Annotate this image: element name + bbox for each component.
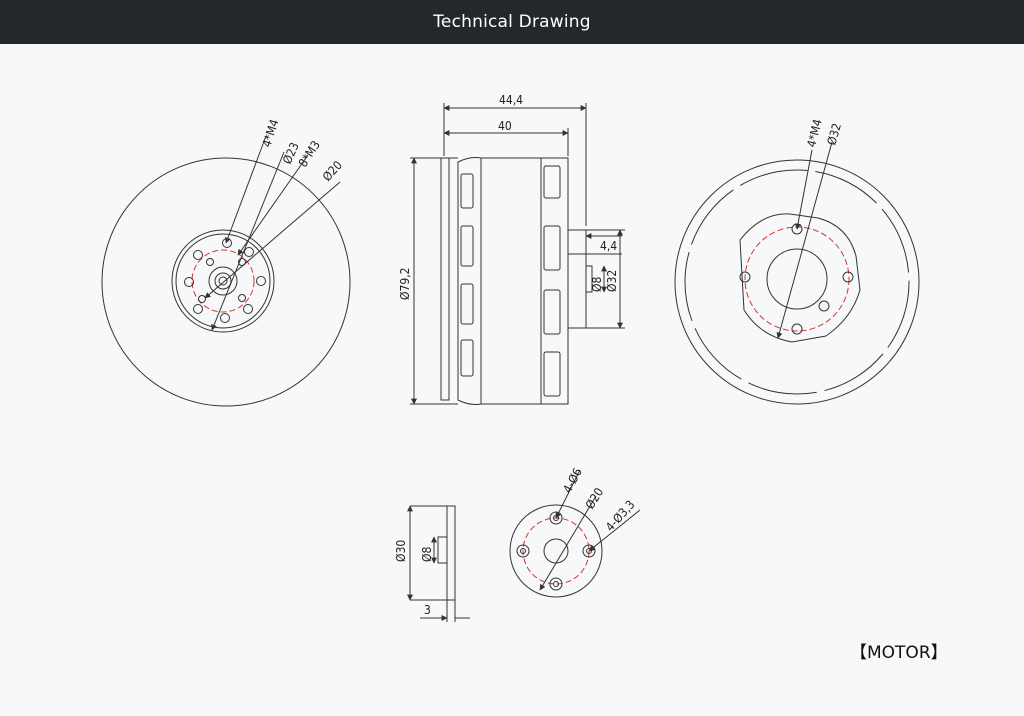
adapter-face xyxy=(509,469,641,598)
front-hole xyxy=(256,276,266,286)
front-center-ring xyxy=(208,266,238,296)
label-d32: Ø32 xyxy=(605,270,619,292)
leader-8m3 xyxy=(237,154,309,256)
label-d20: Ø20 xyxy=(320,158,345,184)
leader-4m4 xyxy=(225,135,267,244)
side-body xyxy=(480,157,542,405)
side-rotor-right xyxy=(540,157,569,405)
front-hole xyxy=(193,304,203,314)
label-3: 3 xyxy=(424,603,431,617)
leader-rear-4m4 xyxy=(795,149,813,230)
label-adapter-d8: Ø8 xyxy=(420,547,434,562)
adapter-hole xyxy=(516,544,530,558)
label-4-4: 4,4 xyxy=(600,239,617,253)
leader-adapter-d20 xyxy=(539,495,597,591)
rear-view xyxy=(674,141,920,405)
leader-4d3-3 xyxy=(588,509,641,552)
rear-hole xyxy=(791,323,803,335)
side-slot xyxy=(460,173,474,209)
label-4m4: 4*M4 xyxy=(260,117,282,149)
adapter-hole-inner xyxy=(520,548,526,554)
adapter-hole-inner xyxy=(553,581,559,587)
adapter-side xyxy=(407,505,470,622)
side-slot xyxy=(460,225,474,267)
side-view xyxy=(410,103,625,405)
page-title: Technical Drawing xyxy=(433,12,591,32)
side-slot xyxy=(460,283,474,325)
rear-center-bore xyxy=(766,248,828,310)
front-hole-inner xyxy=(238,258,246,266)
front-hub-outer xyxy=(171,229,275,333)
label-rear-4m4: 4*M4 xyxy=(804,118,824,149)
front-hole xyxy=(220,313,230,323)
rear-inner-rim xyxy=(684,169,910,395)
side-slot xyxy=(460,339,474,377)
side-slot xyxy=(543,165,561,199)
front-hole xyxy=(243,304,253,314)
front-hole xyxy=(193,250,203,260)
side-view-labels: 44,4 40 Ø79,2 4,4 Ø8 Ø32 xyxy=(398,93,619,300)
side-slot xyxy=(543,225,561,271)
label-rear-d32: Ø32 xyxy=(824,122,844,147)
label-40: 40 xyxy=(498,119,512,133)
adapter-face-labels: 4-Ø6 Ø20 4-Ø3,3 xyxy=(560,466,637,534)
front-hole-inner xyxy=(198,295,206,303)
adapter-hole xyxy=(549,577,563,591)
rear-hole xyxy=(739,271,751,283)
title-bar: Technical Drawing xyxy=(0,0,1024,44)
front-hub-ring xyxy=(175,233,271,329)
front-hole-inner xyxy=(206,258,214,266)
adapter-side-boss xyxy=(437,536,448,564)
rear-mount-plate xyxy=(739,213,861,343)
label-44-4: 44,4 xyxy=(499,93,523,107)
motor-caption: 【MOTOR】 xyxy=(850,642,948,663)
side-slot xyxy=(543,351,561,397)
rear-view-labels: 4*M4 Ø32 xyxy=(804,118,844,149)
adapter-face-outer xyxy=(509,504,603,598)
front-hole xyxy=(244,247,254,257)
drawing-canvas: 4*M4 Ø23 8*M3 Ø20 xyxy=(0,44,1024,712)
front-outer-circle xyxy=(101,157,351,407)
front-hole xyxy=(184,277,194,287)
label-8m3: 8*M3 xyxy=(296,138,323,169)
label-d30: Ø30 xyxy=(394,540,408,562)
front-shaft-outer xyxy=(214,272,232,290)
label-4d6: 4-Ø6 xyxy=(560,466,585,496)
technical-drawing: 4*M4 Ø23 8*M3 Ø20 xyxy=(101,93,920,622)
side-shaft xyxy=(585,265,593,293)
adapter-center-hole xyxy=(543,538,569,564)
front-shaft xyxy=(218,276,228,286)
label-d8: Ø8 xyxy=(590,277,604,292)
side-slot xyxy=(543,289,561,335)
front-hole-inner xyxy=(238,294,246,302)
adapter-bolt-circle-red xyxy=(522,517,590,585)
adapter-side-plate xyxy=(446,505,456,601)
leader-4d6 xyxy=(555,469,581,519)
label-adapter-d20: Ø20 xyxy=(583,485,607,511)
rear-hole xyxy=(818,300,830,312)
rear-hole xyxy=(842,271,854,283)
label-d79-2: Ø79,2 xyxy=(398,267,412,300)
front-bolt-circle-red xyxy=(191,249,255,313)
side-shaft-boss xyxy=(567,229,587,329)
leader-d20 xyxy=(204,181,341,299)
rear-bolt-circle-red xyxy=(744,226,850,332)
adapter-side-labels: Ø30 Ø8 3 xyxy=(394,540,434,617)
side-rear-flange xyxy=(440,157,450,401)
front-view xyxy=(101,135,351,407)
rear-outer-circle xyxy=(674,159,920,405)
front-view-labels: 4*M4 Ø23 8*M3 Ø20 xyxy=(260,117,346,184)
leader-rear-d32 xyxy=(776,141,833,339)
